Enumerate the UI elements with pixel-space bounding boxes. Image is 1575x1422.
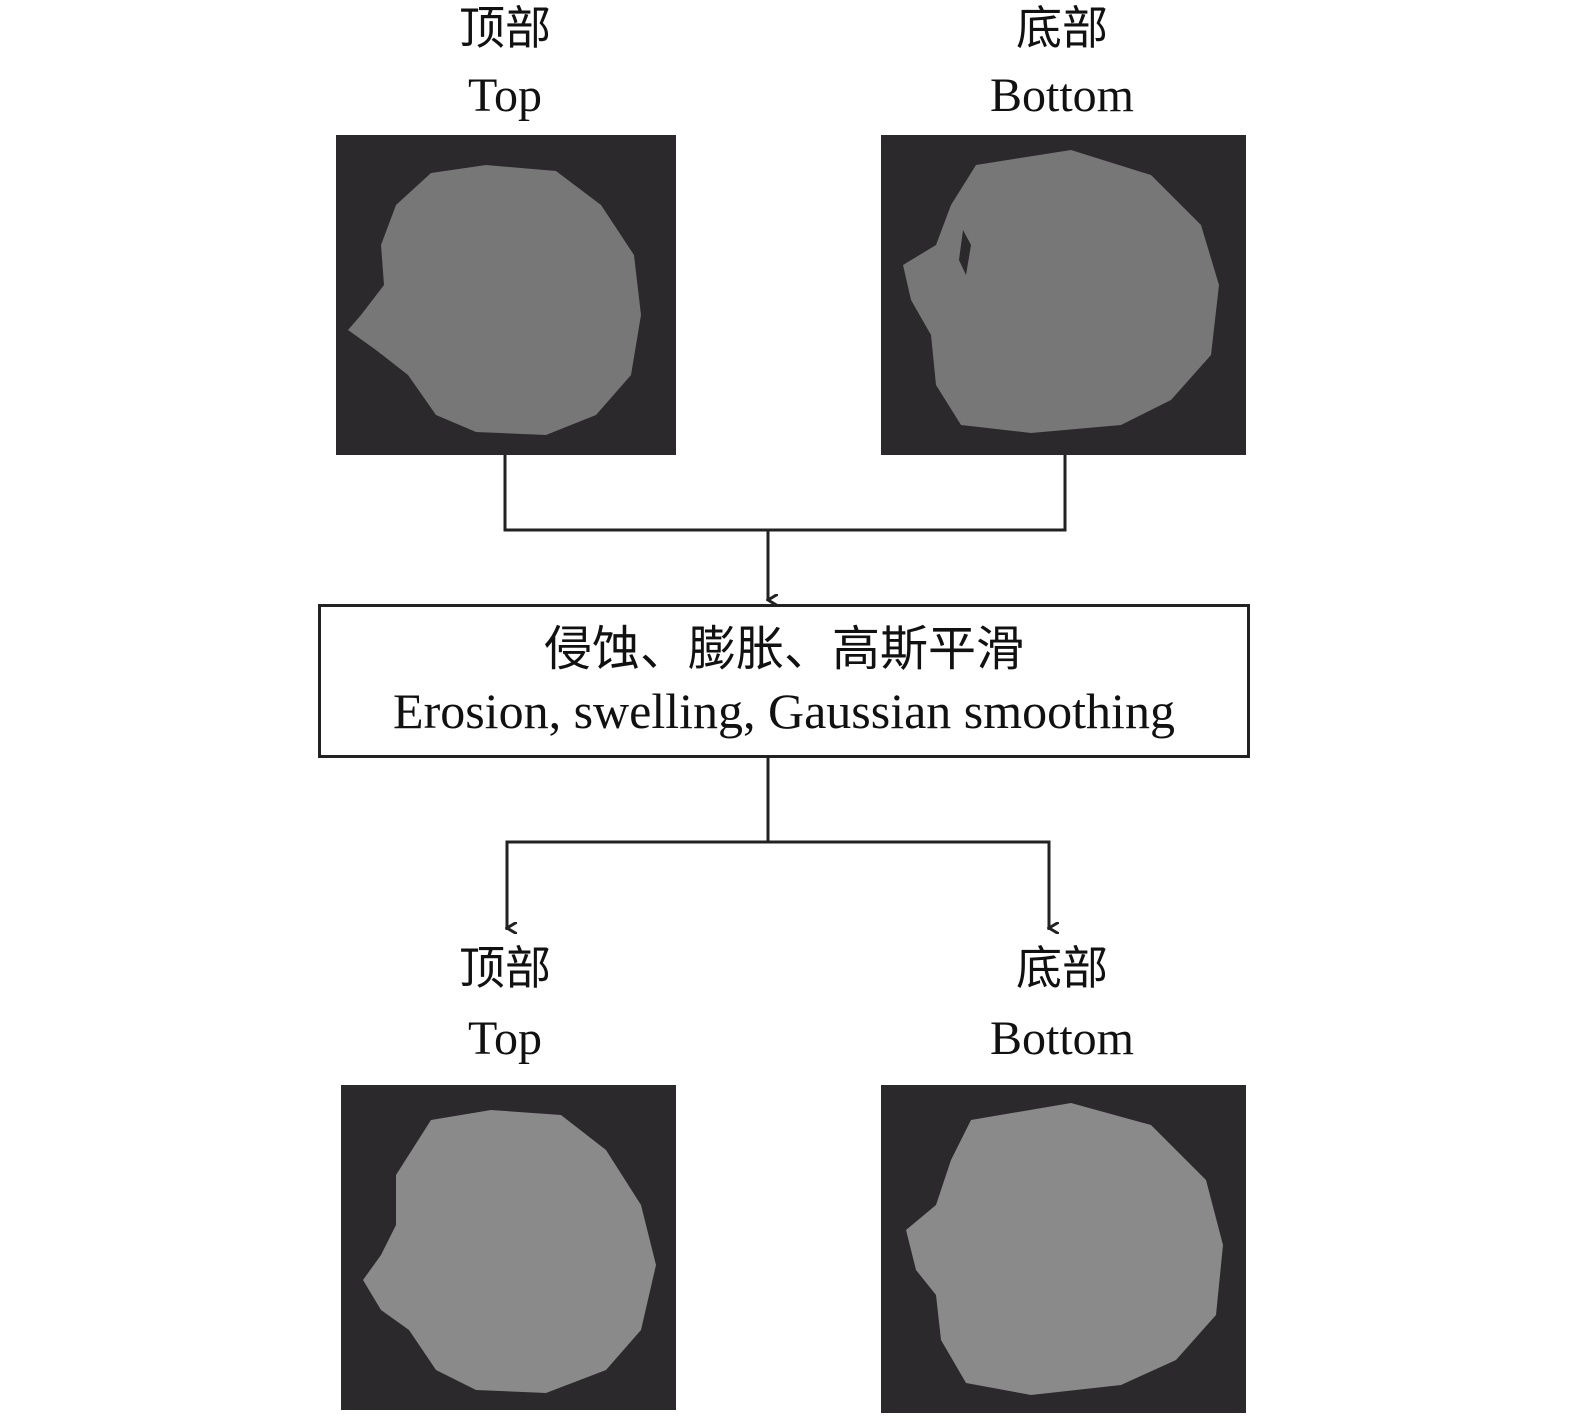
input-top-label-en: Top <box>468 69 542 122</box>
output-bottom-label-cn: 底部 <box>1016 943 1108 994</box>
split-branches <box>505 840 1051 930</box>
input-top-image <box>336 135 676 455</box>
process-label-en: Erosion, swelling, Gaussian smoothing <box>393 682 1175 739</box>
process-box: 侵蚀、膨胀、高斯平滑 Erosion, swelling, Gaussian s… <box>318 604 1250 758</box>
output-top-label-cn: 顶部 <box>459 943 551 994</box>
process-label-cn: 侵蚀、膨胀、高斯平滑 <box>543 623 1024 676</box>
output-bottom-label-en: Bottom <box>989 1012 1135 1065</box>
output-top-image <box>341 1085 676 1410</box>
input-bottom-label-en: Bottom <box>989 69 1135 122</box>
input-bottom-image <box>881 135 1246 455</box>
input-top-label-cn: 顶部 <box>459 3 551 54</box>
output-top-label-en: Top <box>468 1012 542 1065</box>
merge-line <box>503 455 1067 532</box>
input-bottom-label-cn: 底部 <box>1016 3 1108 54</box>
output-bottom-image <box>881 1085 1246 1413</box>
